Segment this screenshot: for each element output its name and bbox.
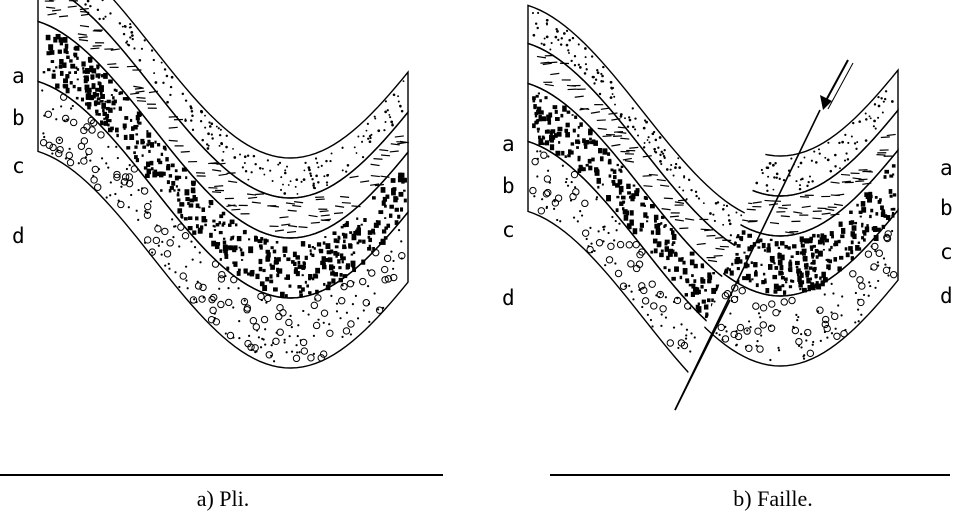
- left-layer-label-a: a: [502, 134, 515, 155]
- baseline-rule: [550, 474, 950, 476]
- right-layer-label-d: d: [940, 286, 953, 307]
- layer-c-outline: [528, 83, 898, 358]
- right-layer-label-b: b: [940, 198, 953, 219]
- panel-fault: a b c d a b c d b) Faille.: [490, 0, 956, 516]
- layer-label-c: c: [12, 156, 25, 177]
- panel-fold: a b c d a) Pli.: [0, 0, 470, 516]
- layer-b-texture: [45, 0, 409, 233]
- layer-label-b: b: [12, 108, 25, 129]
- layer-c-texture: [43, 34, 407, 298]
- caption-fault: b) Faille.: [663, 486, 883, 512]
- layer-label-a: a: [12, 66, 25, 87]
- layer-a-outline: [528, 0, 898, 196]
- right-layer-label-c: c: [940, 242, 953, 263]
- layer-c-texture: [532, 28, 896, 295]
- layer-a-texture: [533, 0, 894, 192]
- fold-diagram: [0, 0, 470, 516]
- layer-b-texture: [533, 0, 896, 233]
- layer-c-outline: [528, 19, 898, 296]
- layer-label-d: d: [12, 226, 25, 247]
- left-layer-label-c: c: [502, 220, 515, 241]
- right-layer-label-a: a: [940, 158, 953, 179]
- left-layer-label-d: d: [502, 288, 515, 309]
- fault-diagram: [490, 0, 956, 516]
- caption-fold: a) Pli.: [113, 486, 333, 512]
- baseline-rule: [0, 474, 443, 476]
- left-layer-label-b: b: [502, 176, 515, 197]
- fault-motion-arrow: [820, 60, 853, 110]
- layer-d-outline: [528, 141, 898, 428]
